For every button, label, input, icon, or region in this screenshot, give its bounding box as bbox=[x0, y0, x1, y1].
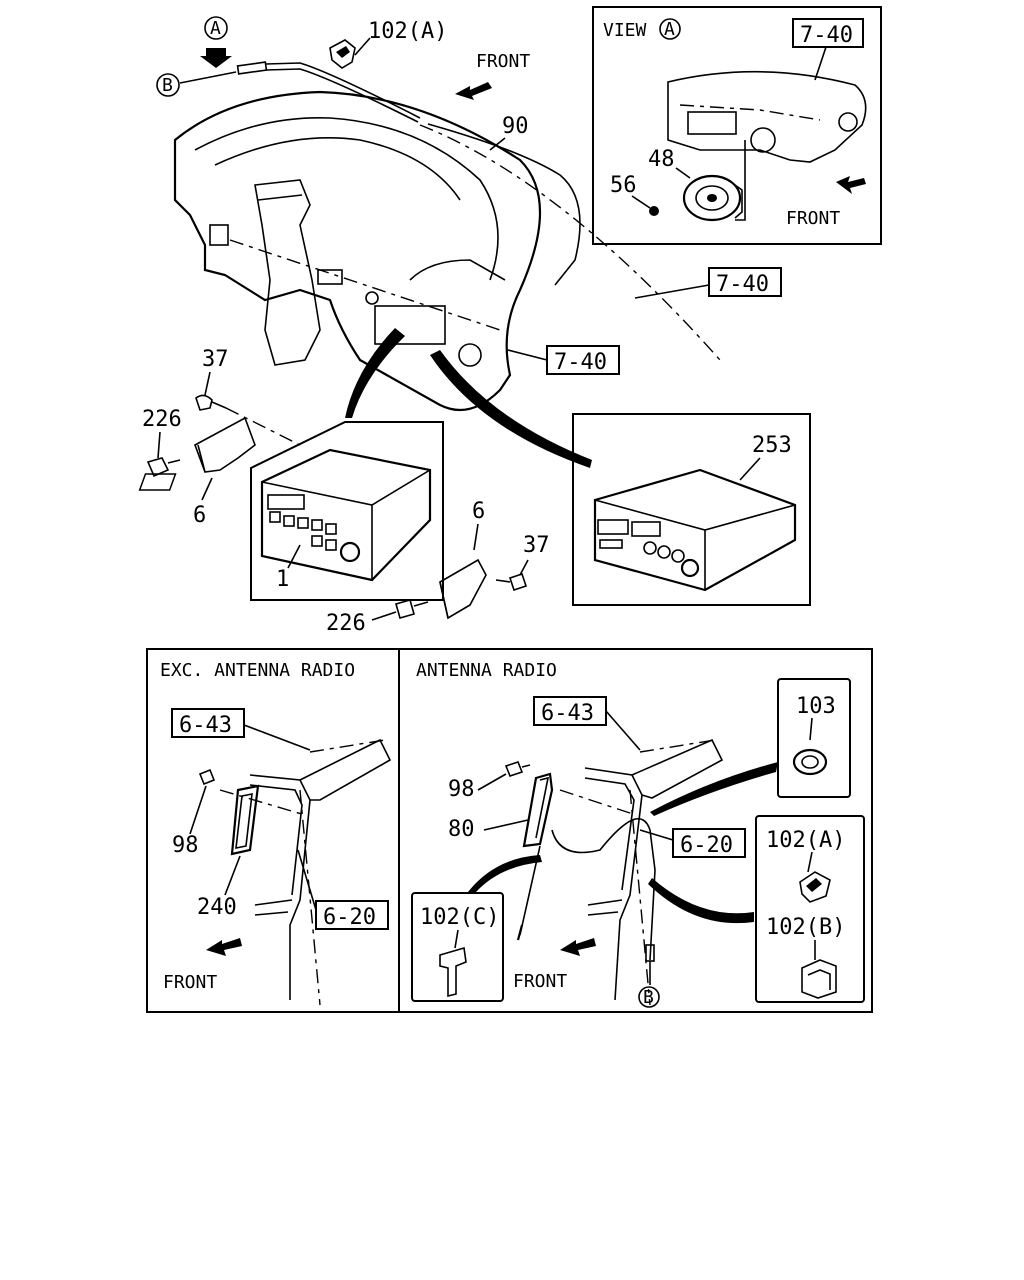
antenna-panel: ANTENNA RADIO 6-43 98 B 80 6-20 bbox=[398, 648, 873, 1013]
part-6-right-label: 6 bbox=[472, 499, 485, 524]
view-a-circle-letter: A bbox=[664, 19, 675, 40]
view-a-circle-marker bbox=[659, 18, 681, 40]
part-1-label: 1 bbox=[276, 567, 289, 592]
left-bracket-group: 37 226 6 bbox=[142, 347, 301, 528]
ant-marker-b-circle bbox=[638, 986, 660, 1008]
arrow-a-letter: A bbox=[210, 18, 221, 39]
ant-part-98: 98 bbox=[448, 777, 475, 802]
part-37-top-label: 37 bbox=[202, 347, 229, 372]
clip-56-icon bbox=[649, 206, 659, 216]
ant-part-103: 103 bbox=[796, 694, 836, 719]
swoosh-to-253 bbox=[430, 350, 592, 468]
exc-front: FRONT bbox=[163, 972, 217, 993]
exc-front-arrow-icon bbox=[206, 938, 242, 956]
radio-253-group: 253 bbox=[572, 413, 811, 606]
radio-1-body bbox=[260, 448, 432, 582]
clip-102c-icon bbox=[439, 946, 467, 998]
clip-102a-icon bbox=[329, 39, 356, 69]
part-102c-inset bbox=[411, 892, 504, 1002]
exc-part-98: 98 bbox=[172, 833, 199, 858]
part-102ab-inset bbox=[755, 815, 865, 1003]
ant-ref-6-43: 6-43 bbox=[541, 701, 594, 726]
front-arrow-icon bbox=[455, 82, 492, 100]
exc-ref-6-43: 6-43 bbox=[179, 713, 232, 738]
radio-1-knob bbox=[339, 541, 361, 563]
screw-98-exc-icon bbox=[198, 768, 216, 786]
dashboard-outline bbox=[173, 90, 541, 412]
ant-panel-title: ANTENNA RADIO bbox=[416, 660, 557, 681]
ant-ref-6-20-box bbox=[672, 828, 746, 858]
marker-b-circle bbox=[156, 73, 180, 97]
ref-7-40-right-box bbox=[708, 267, 782, 297]
ant-part-102c: 102(C) bbox=[420, 905, 499, 930]
swoosh-to-103 bbox=[650, 762, 778, 816]
view-a-ref: 7-40 bbox=[800, 23, 853, 48]
exc-panel-frame bbox=[146, 648, 400, 1013]
ant-panel-frame bbox=[398, 648, 873, 1013]
part-226-bottom-label: 226 bbox=[326, 611, 366, 636]
swoosh-to-102ab bbox=[648, 878, 754, 924]
part-103-inset bbox=[777, 678, 851, 798]
exc-panel-title: EXC. ANTENNA RADIO bbox=[160, 660, 355, 681]
ant-part-80: 80 bbox=[448, 817, 475, 842]
exc-part-240: 240 bbox=[197, 895, 237, 920]
ant-front: FRONT bbox=[513, 971, 567, 992]
clip-102a-inset-icon bbox=[799, 871, 831, 903]
view-a-frame bbox=[592, 6, 882, 245]
antenna-80 bbox=[522, 772, 554, 848]
part-102a-label: 102(A) bbox=[368, 19, 447, 44]
bolt-226-bottom-icon bbox=[395, 599, 415, 619]
bracket-6-left bbox=[194, 416, 256, 473]
main-dashboard: A B 102(A) FRONT 90 bbox=[156, 16, 782, 468]
view-a-part-56: 56 bbox=[610, 173, 637, 198]
screw-37-right-icon bbox=[508, 572, 528, 592]
bolt-226-left-icon bbox=[146, 457, 170, 478]
cover-240 bbox=[230, 784, 260, 856]
view-a-part-48: 48 bbox=[648, 147, 675, 172]
ant-part-102b: 102(B) bbox=[766, 915, 845, 940]
swoosh-to-radio bbox=[345, 328, 405, 418]
ant-part-102a: 102(A) bbox=[766, 828, 845, 853]
right-bracket-group: 6 37 226 bbox=[326, 499, 550, 636]
exc-antenna-panel: EXC. ANTENNA RADIO 6-43 98 240 6-20 FRON… bbox=[146, 648, 400, 1013]
radio-1-frame bbox=[250, 421, 444, 601]
speaker-48 bbox=[682, 174, 743, 222]
ref-7-40-right: 7-40 bbox=[716, 272, 769, 297]
view-a-title: VIEW bbox=[603, 20, 647, 41]
view-a-front-arrow-icon bbox=[836, 176, 866, 194]
steering-column bbox=[254, 179, 321, 366]
exc-ref-6-20: 6-20 bbox=[323, 905, 376, 930]
ref-7-40-mid: 7-40 bbox=[554, 350, 607, 375]
front-label: FRONT bbox=[476, 51, 530, 72]
view-a-inset: VIEW A 7-40 48 56 FRONT bbox=[592, 6, 882, 245]
exc-ref-6-43-box bbox=[171, 708, 245, 738]
exc-ref-6-20-box bbox=[315, 900, 389, 930]
part-226-left-label: 226 bbox=[142, 407, 182, 432]
radio-1-group: 1 bbox=[138, 421, 444, 601]
swoosh-to-102c bbox=[468, 855, 542, 892]
screw-37-top-icon bbox=[195, 394, 213, 411]
ant-front-arrow-icon bbox=[560, 938, 596, 956]
part-90-label: 90 bbox=[502, 114, 529, 139]
radio-253-frame bbox=[572, 413, 811, 606]
view-a-dash-shape bbox=[667, 70, 867, 163]
screw-98-ant-icon bbox=[504, 761, 524, 777]
part-253-label: 253 bbox=[752, 433, 792, 458]
ant-marker-b: B bbox=[643, 987, 654, 1008]
view-a-ref-box bbox=[792, 18, 864, 48]
part-37-right-label: 37 bbox=[523, 533, 550, 558]
arrow-a-circle bbox=[204, 16, 228, 40]
radio-slot bbox=[374, 305, 446, 345]
marker-b-letter: B bbox=[162, 75, 173, 96]
view-a-front: FRONT bbox=[786, 208, 840, 229]
bracket-6-right bbox=[439, 558, 487, 620]
grommet-103-icon bbox=[792, 748, 828, 776]
down-arrow-icon bbox=[200, 48, 232, 68]
clip-102b-icon bbox=[801, 959, 837, 999]
ant-ref-6-20: 6-20 bbox=[680, 833, 733, 858]
radio-253-body bbox=[593, 468, 797, 592]
part-6-left-label: 6 bbox=[193, 503, 206, 528]
